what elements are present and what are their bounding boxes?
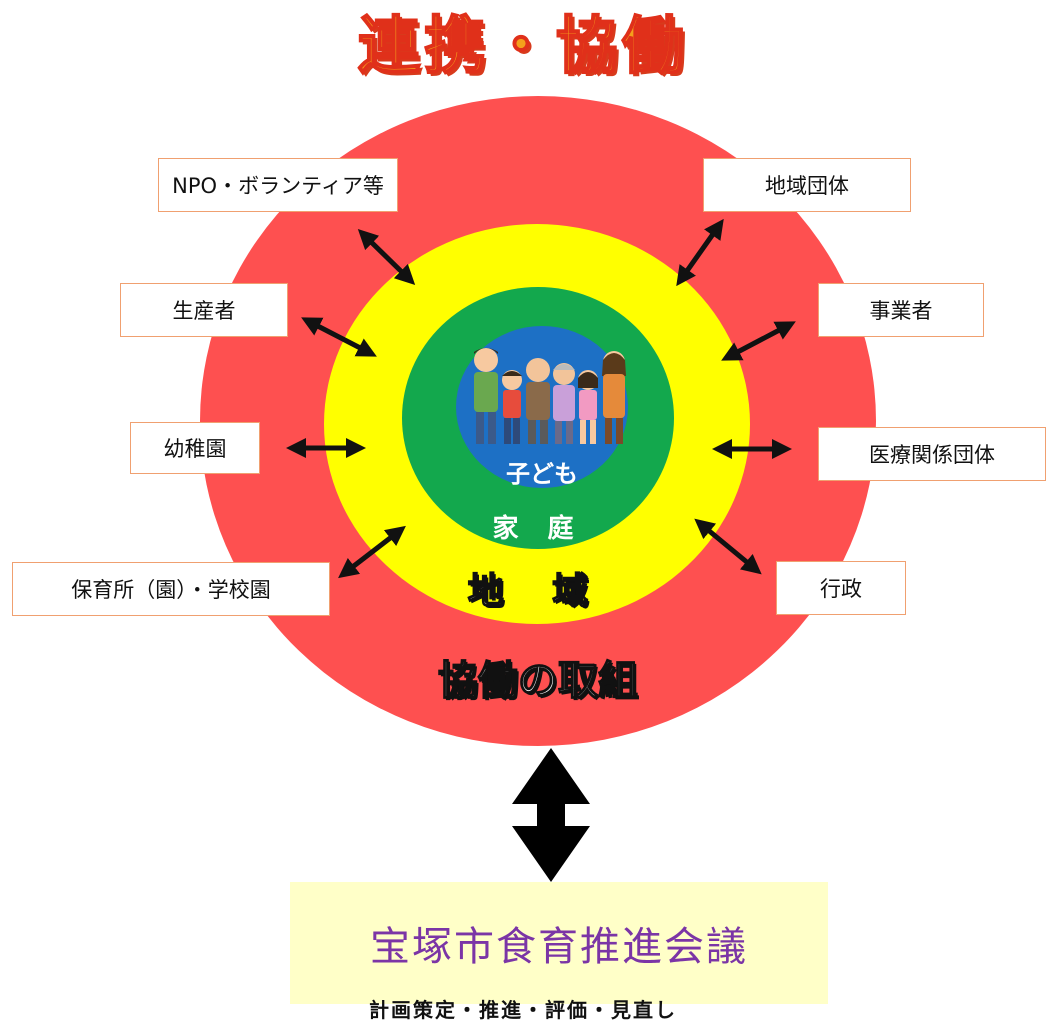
arrow-businesses-icon <box>721 321 796 361</box>
council-name: 宝塚市食育推進会議 <box>370 924 748 970</box>
council-box: 宝塚市食育推進会議 <box>290 882 828 1004</box>
partner-box-producers: 生産者 <box>120 283 288 337</box>
girl-figure <box>578 370 598 444</box>
partner-box-kindergarten: 幼稚園 <box>130 422 260 474</box>
label-children: 子ども <box>506 460 578 488</box>
partner-box-nursery-school: 保育所（園）・学校園 <box>12 562 330 616</box>
father-figure <box>474 348 498 444</box>
grandmother-figure <box>553 363 575 444</box>
partner-box-businesses: 事業者 <box>818 283 984 337</box>
partner-box-local-groups: 地域団体 <box>703 158 911 212</box>
label-community: 地 域 <box>467 570 607 613</box>
council-caption: 計画策定・推進・評価・見直し <box>369 998 677 1022</box>
big-double-arrow-icon <box>512 748 590 882</box>
family-illustration-icon <box>474 348 626 444</box>
arrow-npo-icon <box>357 229 416 285</box>
label-family: 家 庭 <box>492 514 584 544</box>
partner-box-npo: NPO・ボランティア等 <box>158 158 398 212</box>
partner-box-medical: 医療関係団体 <box>818 427 1046 481</box>
arrow-producers-icon <box>301 317 377 357</box>
mother-figure <box>602 351 626 444</box>
partner-box-government: 行政 <box>776 561 906 615</box>
arrow-nursery-school-icon <box>338 525 406 579</box>
diagram-title: 連携・協働 <box>357 8 688 83</box>
arrow-local-groups-icon <box>676 218 724 287</box>
boy-figure <box>502 370 522 444</box>
arrow-government-icon <box>694 518 762 575</box>
grandfather-figure <box>526 358 550 444</box>
label-collaboration: 協働の取組 <box>437 657 639 705</box>
